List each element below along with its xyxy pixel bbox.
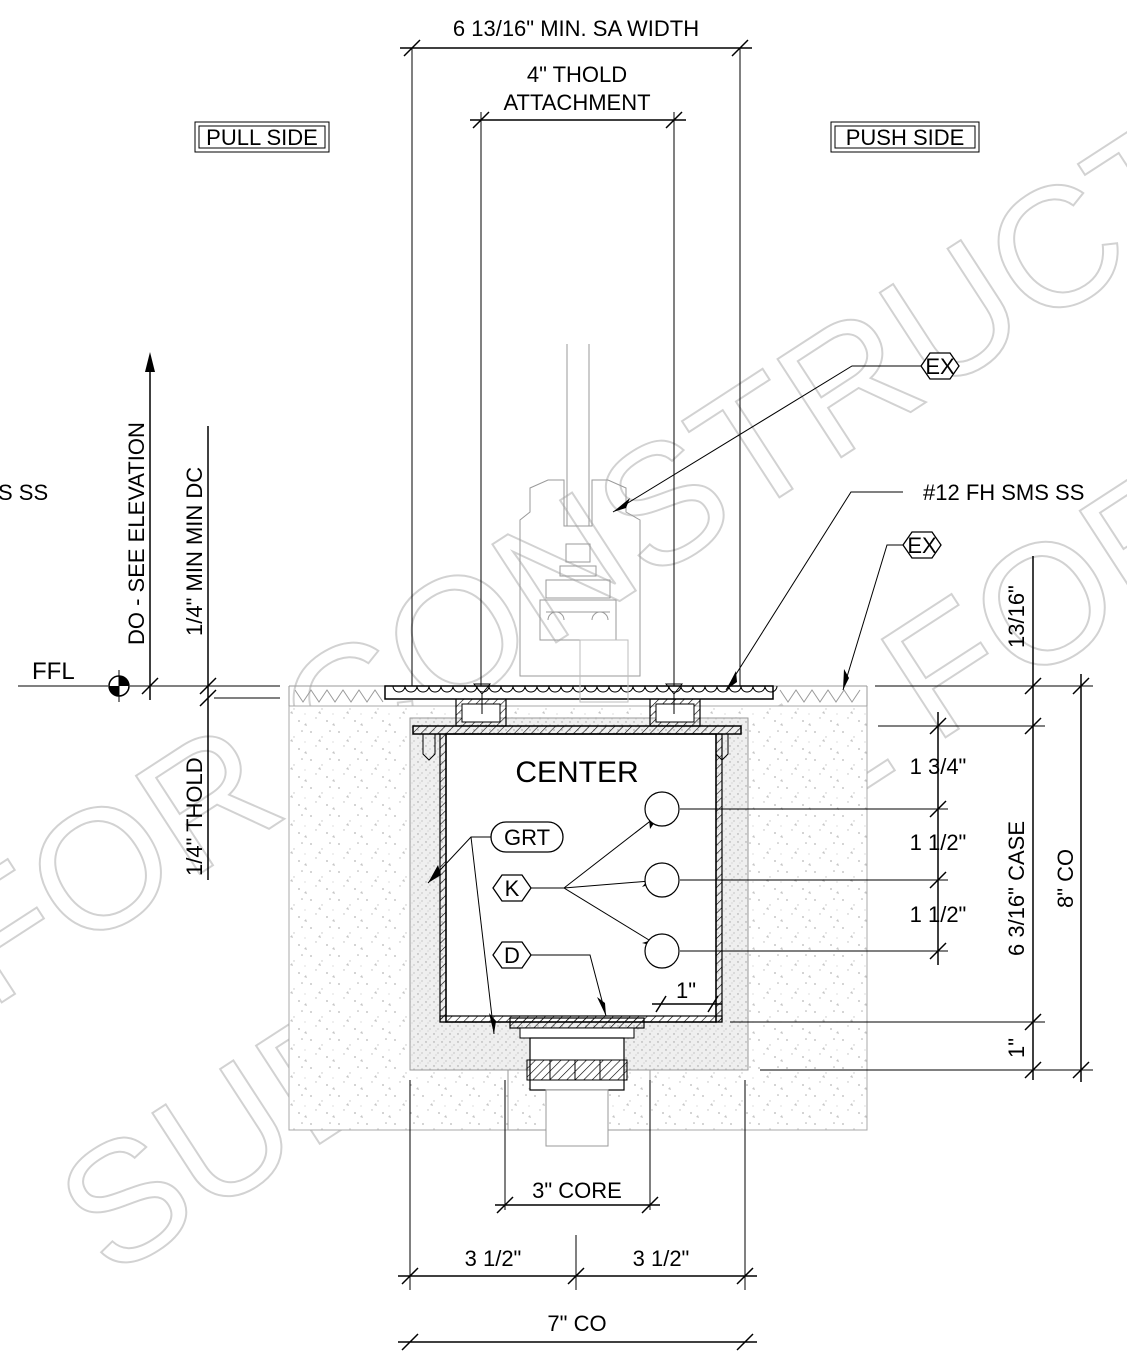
half-right-label: 3 1/2" <box>633 1246 690 1271</box>
quarter-thold-label: 1/4" THOLD <box>182 757 207 876</box>
dim-1-1-2-upper-label: 1 1/2" <box>910 830 967 855</box>
core-label: 3" CORE <box>532 1178 622 1203</box>
k-tag-label: K <box>505 876 520 901</box>
fh-sms-label: #12 FH SMS SS <box>923 480 1084 505</box>
dim-1-inner-label: 1" <box>676 978 696 1003</box>
pull-side-tag <box>194 121 330 153</box>
center-case <box>412 697 742 1023</box>
do-elevation-label: DO - SEE ELEVATION <box>124 422 149 645</box>
push-side-label: PUSH SIDE <box>846 125 965 150</box>
dim-1-1-2-lower-label: 1 1/2" <box>910 902 967 927</box>
ex-tag-top-label: EX <box>925 354 955 379</box>
dimension-lines <box>141 39 1090 1351</box>
extension-lines <box>18 48 1093 1290</box>
anchor-hole-middle <box>644 862 680 898</box>
ex-tag-top <box>920 352 960 380</box>
drain-assembly <box>509 1017 645 1147</box>
fh-sms-cut-label: S SS <box>0 480 48 505</box>
bottom-rail <box>519 344 641 703</box>
center-label: CENTER <box>515 756 638 789</box>
anchor-hole-lower <box>644 933 680 969</box>
dim-13-16-label: 13/16" <box>1004 585 1029 648</box>
push-side-tag <box>830 121 980 153</box>
d-tag-label: D <box>504 943 520 968</box>
dim-1-right-label: 1" <box>1004 1038 1029 1058</box>
co-7-label: 7" CO <box>547 1311 606 1336</box>
ex-tag-right-label: EX <box>907 533 937 558</box>
ffl-datum-symbol <box>108 670 130 702</box>
dim-1-3-4-label: 1 3/4" <box>910 754 967 779</box>
thold-attachment-label-line2: ATTACHMENT <box>503 90 650 115</box>
min-dc-label: 1/4" MIN MIN DC <box>182 467 207 636</box>
thold-attachment-label-line1: 4" THOLD <box>527 62 627 87</box>
case-height-label: 6 3/16" CASE <box>1004 821 1029 956</box>
sa-width-label: 6 13/16" MIN. SA WIDTH <box>453 16 699 41</box>
drawing-labels: 6 13/16" MIN. SA WIDTH 4" THOLD ATTACHME… <box>0 16 1084 1336</box>
pull-side-label: PULL SIDE <box>206 125 318 150</box>
anchor-hole-upper <box>644 791 680 827</box>
co-8-label: 8" CO <box>1053 849 1078 908</box>
half-left-label: 3 1/2" <box>465 1246 522 1271</box>
ex-tag-right <box>902 531 942 559</box>
grt-tag-label: GRT <box>504 825 550 850</box>
ffl-label: FFL <box>32 658 75 685</box>
threshold <box>384 683 778 714</box>
